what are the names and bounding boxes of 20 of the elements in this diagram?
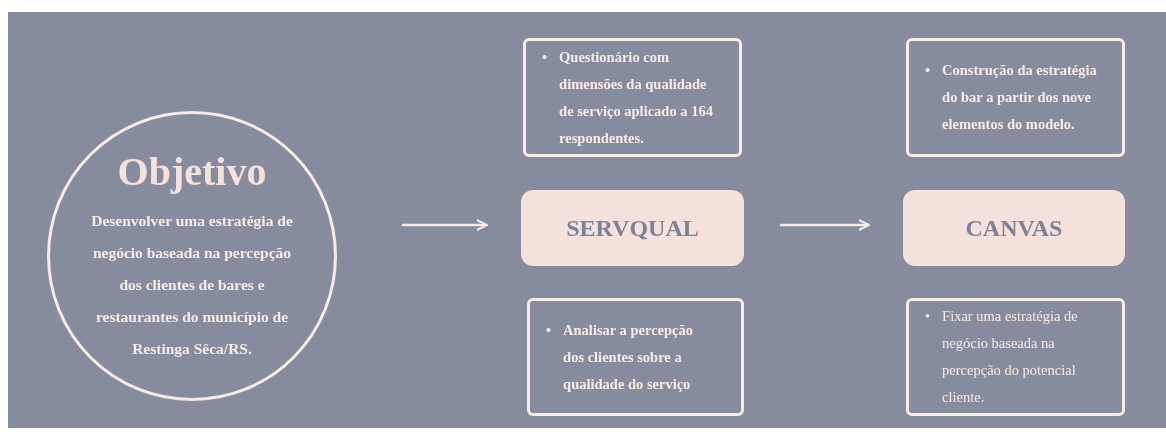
bullet: •	[546, 320, 552, 340]
arrow	[402, 219, 488, 231]
note-box	[527, 298, 744, 416]
bullet-text: Analisar a percepção dos clientes sobre a qualidade do serviço	[563, 320, 695, 394]
method-box	[903, 190, 1125, 266]
method-label: CANVAS	[965, 214, 1063, 243]
arrow	[780, 219, 870, 231]
bullet: •	[925, 61, 931, 80]
method-label: SERVQUAL	[566, 214, 699, 243]
heading: Objetivo	[117, 148, 267, 196]
body-text: Desenvolver uma estratégia de negócio baseada na percepção dos clientes de bares e restaurantes do município de Restinga Sêca/RS.	[90, 211, 294, 359]
bullet-text: Fixar uma estratégia de negócio baseada na percepção do potencial cliente.	[942, 307, 1079, 407]
note-box	[906, 38, 1125, 157]
note-box	[906, 298, 1125, 416]
bullet: •	[925, 307, 931, 326]
bullet: •	[542, 47, 548, 67]
method-box	[521, 190, 744, 266]
note-box	[523, 38, 742, 157]
bullet-text: Questionário com dimensões da qualidade de serviço aplicado a 164 respondentes.	[559, 47, 714, 148]
bullet-text: Construção da estratégia do bar a partir dos nove elementos do modelo.	[942, 61, 1098, 134]
